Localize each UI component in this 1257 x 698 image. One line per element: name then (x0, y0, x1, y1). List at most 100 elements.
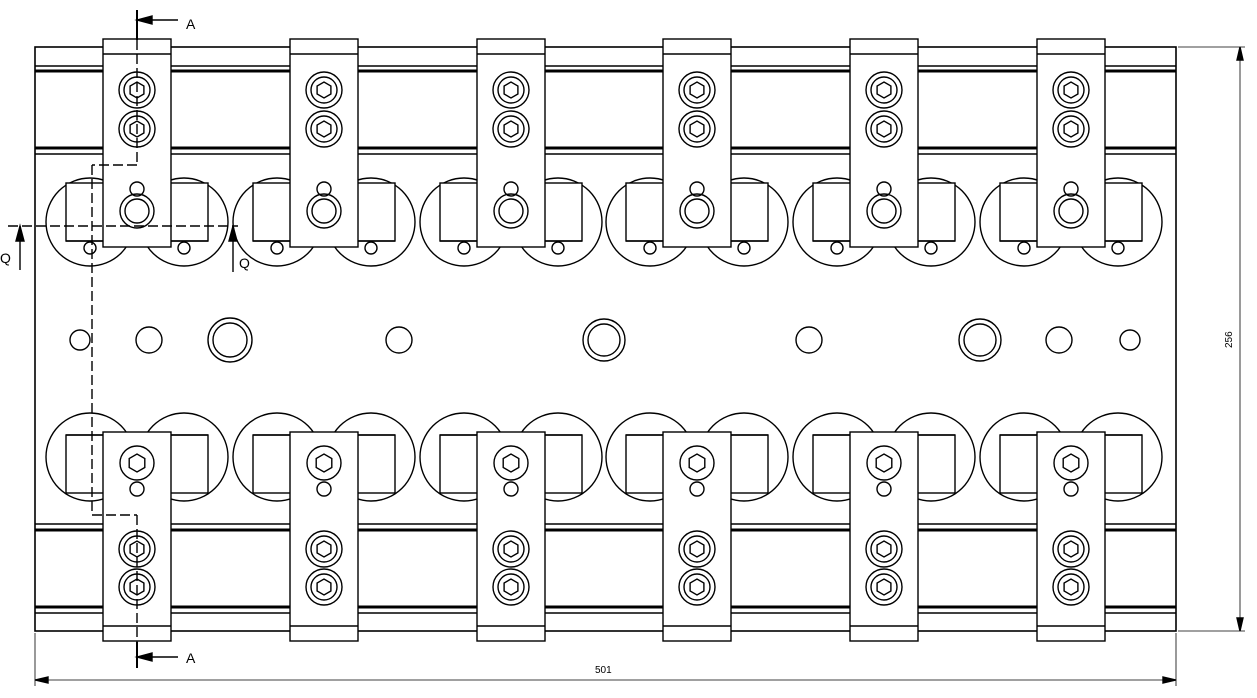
bottom-pin-3 (503, 481, 519, 497)
bottom-bolt-2-3-outer (492, 568, 530, 606)
top-small-screw-right-3 (551, 241, 565, 255)
top-small-screw-right-5 (924, 241, 938, 255)
section-label-a-top: A (186, 16, 196, 32)
center-hole-3 (207, 317, 253, 363)
bottom-cam-outer-1 (119, 445, 155, 481)
top-cam-outer-5 (866, 193, 902, 229)
bottom-cam-hex-6 (1062, 453, 1080, 473)
drawing-geometry (8, 10, 1245, 686)
top-pin-6 (1063, 181, 1079, 197)
top-bolt-1-5-inner (870, 76, 898, 104)
top-bolt-1-3-outer (492, 71, 530, 109)
bottom-pin-5 (876, 481, 892, 497)
bottom-pin-2 (316, 481, 332, 497)
top-bolt-1-3-inner (497, 76, 525, 104)
bottom-bolt-1-6-hex (1063, 540, 1079, 558)
center-hole-2 (135, 326, 163, 354)
center-hole-7 (958, 318, 1002, 362)
bottom-bolt-2-6-outer (1052, 568, 1090, 606)
bottom-cam-outer-2 (306, 445, 342, 481)
top-bolt-2-4-inner (683, 115, 711, 143)
bottom-bolt-2-2-outer (305, 568, 343, 606)
top-clamp-bar-3 (476, 38, 546, 248)
bottom-bolt-2-2-inner (310, 573, 338, 601)
bottom-bolt-1-5-hex (876, 540, 892, 558)
top-cam-inner-1 (124, 198, 150, 224)
bottom-cam-outer-6 (1053, 445, 1089, 481)
bottom-bolt-2-5-outer (865, 568, 903, 606)
top-cam-outer-6 (1053, 193, 1089, 229)
bottom-cam-hex-2 (315, 453, 333, 473)
center-hole-inner-5 (587, 323, 621, 357)
top-bolt-1-2-hex (316, 81, 332, 99)
top-bolt-1-3-hex (503, 81, 519, 99)
top-bolt-1-6-outer (1052, 71, 1090, 109)
top-cam-inner-4 (684, 198, 710, 224)
bottom-cam-hex-1 (128, 453, 146, 473)
section-label-q-right: Q (239, 255, 250, 271)
top-bolt-2-5-inner (870, 115, 898, 143)
top-small-screw-left-6 (1017, 241, 1031, 255)
center-hole-inner-3 (212, 322, 248, 358)
bottom-bolt-2-2-hex (316, 578, 332, 596)
bottom-pin-6 (1063, 481, 1079, 497)
bottom-bolt-1-2-outer (305, 530, 343, 568)
top-bolt-2-4-hex (689, 120, 705, 138)
bottom-bolt-2-4-inner (683, 573, 711, 601)
top-small-screw-right-1 (177, 241, 191, 255)
top-bolt-1-6-hex (1063, 81, 1079, 99)
bottom-bolt-1-5-inner (870, 535, 898, 563)
top-bolt-1-4-outer (678, 71, 716, 109)
center-hole-1 (69, 329, 91, 351)
bottom-bolt-2-5-hex (876, 578, 892, 596)
top-cam-inner-5 (871, 198, 897, 224)
dim-width-arrow-left (34, 676, 49, 684)
top-bolt-1-4-inner (683, 76, 711, 104)
dim-width-arrow-right (1162, 676, 1177, 684)
bottom-bolt-1-6-inner (1057, 535, 1085, 563)
top-pin-4 (689, 181, 705, 197)
top-cam-outer-4 (679, 193, 715, 229)
top-small-screw-right-4 (737, 241, 751, 255)
base-plate (34, 46, 1177, 632)
bottom-bolt-1-4-inner (683, 535, 711, 563)
section-label-a-bottom: A (186, 650, 196, 666)
top-cam-outer-1 (119, 193, 155, 229)
dim-height-arrow-bottom (1236, 617, 1244, 632)
dimension-height-text: 256 (1224, 331, 1235, 348)
bottom-cam-outer-4 (679, 445, 715, 481)
top-bolt-2-3-inner (497, 115, 525, 143)
top-clamp-bar-2 (289, 38, 359, 248)
top-pin-3 (503, 181, 519, 197)
top-bolt-1-5-outer (865, 71, 903, 109)
section-q-left-arrowhead (15, 223, 25, 242)
top-clamp-bar-6 (1036, 38, 1106, 248)
bottom-pin-4 (689, 481, 705, 497)
bottom-bolt-1-4-outer (678, 530, 716, 568)
center-hole-5 (582, 318, 626, 362)
bottom-bolt-1-3-inner (497, 535, 525, 563)
top-cam-outer-3 (493, 193, 529, 229)
bottom-bolt-1-6-outer (1052, 530, 1090, 568)
bottom-cam-outer-3 (493, 445, 529, 481)
top-cam-outer-2 (306, 193, 342, 229)
section-label-q-left: Q (0, 250, 11, 266)
bottom-bolt-1-3-outer (492, 530, 530, 568)
bottom-bolt-1-2-hex (316, 540, 332, 558)
top-bolt-1-5-hex (876, 81, 892, 99)
top-bolt-1-2-outer (305, 71, 343, 109)
top-bolt-2-4-outer (678, 110, 716, 148)
bottom-bolt-2-4-outer (678, 568, 716, 606)
top-small-screw-right-2 (364, 241, 378, 255)
center-hole-8 (1045, 326, 1073, 354)
bottom-bolt-2-3-hex (503, 578, 519, 596)
bottom-cam-outer-5 (866, 445, 902, 481)
top-bolt-2-6-hex (1063, 120, 1079, 138)
dim-height-arrow-top (1236, 46, 1244, 61)
top-small-screw-left-1 (83, 241, 97, 255)
top-bolt-2-5-hex (876, 120, 892, 138)
center-hole-6 (795, 326, 823, 354)
top-small-screw-left-2 (270, 241, 284, 255)
bottom-cam-hex-3 (502, 453, 520, 473)
